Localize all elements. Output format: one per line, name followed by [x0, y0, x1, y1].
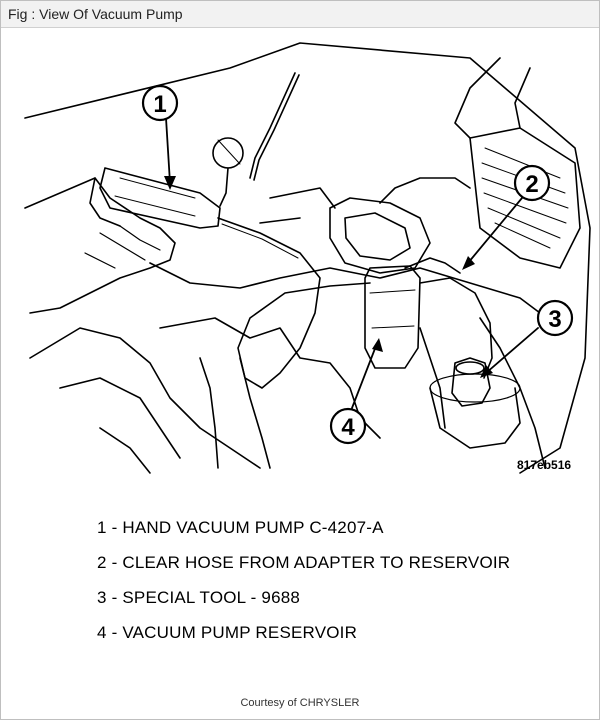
figure-legend: 1 - HAND VACUUM PUMP C-4207-A 2 - CLEAR …: [97, 518, 510, 658]
callout-2-circle: [513, 164, 551, 202]
legend-item-4: 4 - VACUUM PUMP RESERVOIR: [97, 623, 358, 642]
callout-4: 4: [341, 414, 355, 441]
hood-edge: [24, 42, 591, 474]
vacuum-pump-reservoir: [364, 265, 421, 369]
legend-item-2: 2 - CLEAR HOSE FROM ADAPTER TO RESERVOIR: [97, 553, 511, 572]
callout-1: 1: [153, 91, 166, 118]
legend-item-3: 3 - SPECIAL TOOL - 9688: [97, 588, 301, 607]
window-title: Fig : View Of Vacuum Pump: [8, 6, 183, 22]
special-tool: [451, 357, 491, 407]
vacuum-pump-illustration: 1 2 3 4 817eb516: [24, 42, 591, 474]
image-credit: Courtesy of CHRYSLER: [240, 697, 360, 709]
hand: [24, 177, 176, 314]
callout-3-circle: [536, 299, 574, 337]
callout-4-circle: [329, 407, 367, 445]
title-bar: Fig : View Of Vacuum Pump: [1, 1, 599, 28]
vacuum-pump-body: [99, 167, 221, 229]
figure-code: 817eb516: [517, 458, 571, 472]
clear-hose: [217, 217, 371, 389]
legend-item-1: 1 - HAND VACUUM PUMP C-4207-A: [97, 518, 384, 537]
callout-1-circle: [141, 84, 179, 122]
callout-3: 3: [548, 306, 561, 333]
engine-outline: [149, 262, 561, 329]
callout-2: 2: [525, 171, 538, 198]
pump-gauge: [212, 137, 244, 169]
